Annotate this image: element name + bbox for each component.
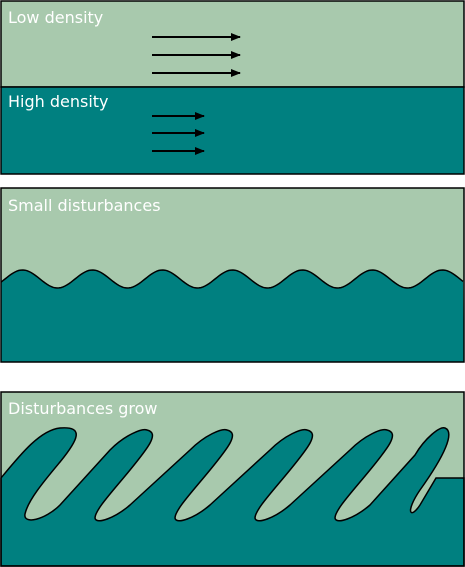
- upper-flow-arrows: [152, 33, 241, 77]
- rolled-up-high-density-layer: [0, 427, 465, 567]
- panel-small-disturbances: Small disturbances: [0, 187, 465, 363]
- panel-disturbances-grow: Disturbances grow: [0, 391, 465, 567]
- wavy-high-density-layer: [1, 270, 464, 362]
- panel-shear-flow: Low density High density: [0, 0, 465, 175]
- disturbances-grow-label: Disturbances grow: [8, 399, 158, 418]
- panel-border: [0, 391, 465, 567]
- lower-flow-arrows: [152, 112, 205, 155]
- high-density-label: High density: [8, 92, 109, 111]
- panel-border: [0, 187, 465, 363]
- wave-interface-line: [0, 269, 464, 289]
- low-density-label: Low density: [8, 8, 103, 27]
- high-density-layer: [0, 86, 465, 175]
- small-disturbances-label: Small disturbances: [8, 196, 161, 215]
